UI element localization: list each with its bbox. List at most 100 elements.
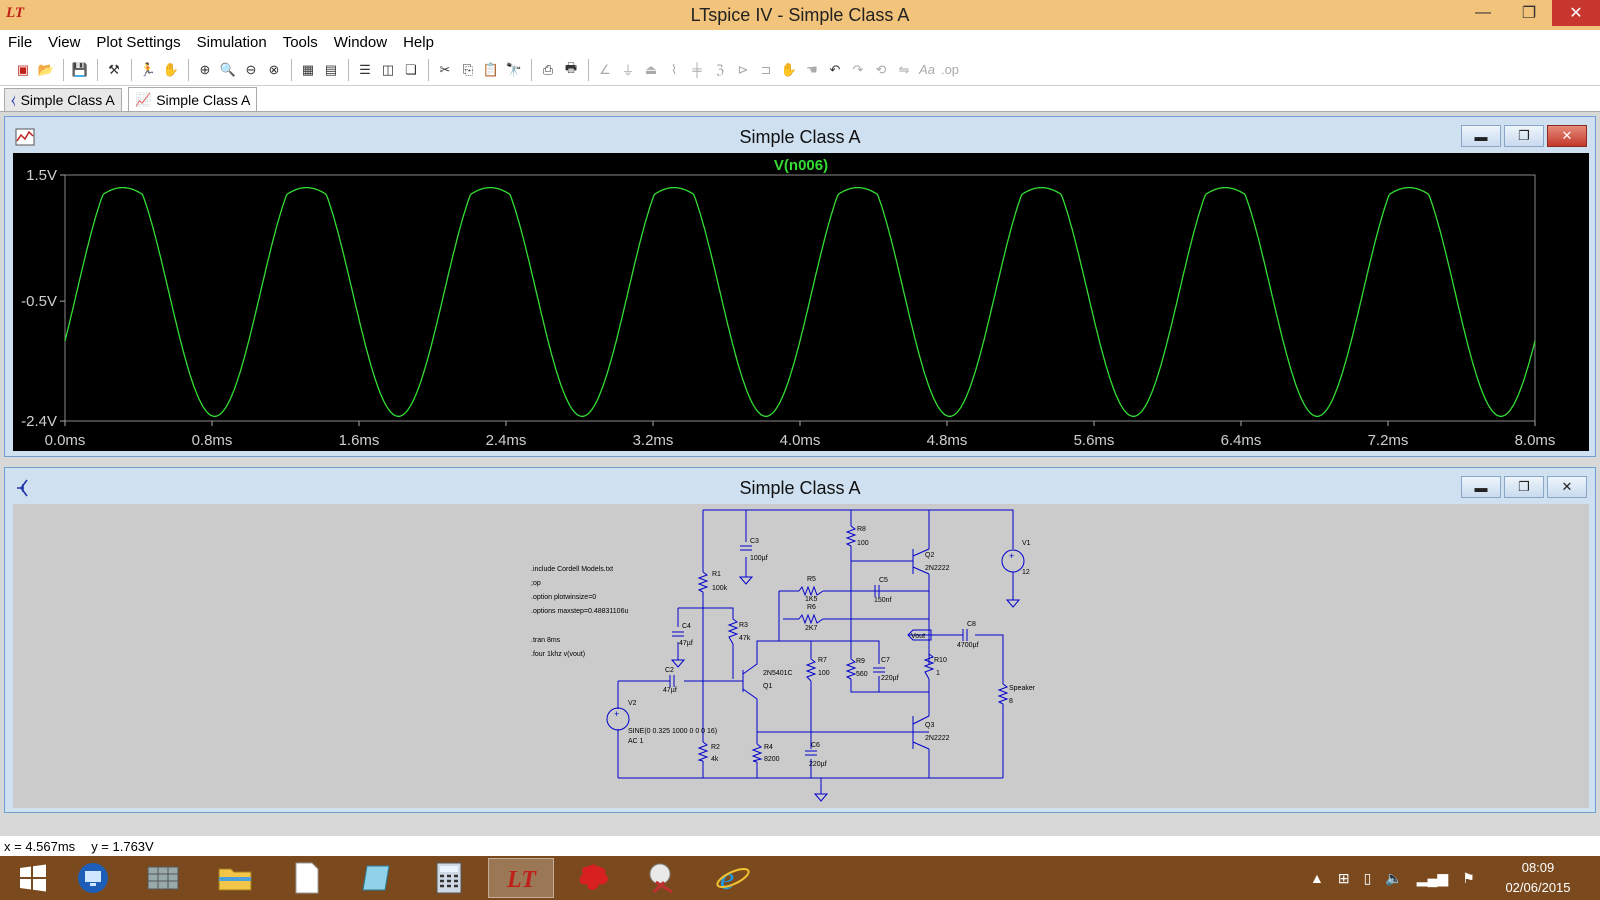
flag-icon[interactable]: ⚑: [1462, 869, 1475, 886]
move-icon[interactable]: ✋: [780, 61, 798, 77]
diode-icon[interactable]: ⊳: [737, 61, 749, 77]
resistor-icon[interactable]: ⌇: [670, 61, 678, 77]
clock[interactable]: 08:09 02/06/2015: [1498, 858, 1578, 898]
r8-symbol[interactable]: [845, 525, 857, 547]
vout-net-flag[interactable]: [907, 629, 932, 641]
q2-symbol[interactable]: [912, 548, 930, 575]
plot-close-button[interactable]: ✕: [1547, 125, 1587, 147]
zoom-cancel-icon[interactable]: ⊗: [268, 61, 280, 77]
maximize-button[interactable]: ❐: [1521, 5, 1537, 22]
spice-directive-icon[interactable]: .op: [940, 62, 960, 77]
menu-plot-settings[interactable]: Plot Settings: [96, 33, 181, 51]
zoom-in-icon[interactable]: ⊕: [199, 61, 211, 77]
mirror-icon[interactable]: ⇋: [898, 61, 910, 77]
inductor-icon[interactable]: ℨ: [715, 61, 724, 77]
undo-icon[interactable]: ↶: [829, 61, 841, 77]
file-explorer-icon[interactable]: [202, 858, 268, 898]
menu-view[interactable]: View: [48, 33, 81, 51]
run-icon[interactable]: 🏃: [139, 61, 157, 77]
remote-desktop-icon[interactable]: [60, 858, 126, 898]
schematic-canvas[interactable]: + + .include Cordell Models.txt ;op .opt…: [13, 504, 1589, 808]
tile-horizontal-icon[interactable]: ☰: [359, 61, 371, 77]
find-icon[interactable]: 🔭: [505, 61, 523, 77]
r5-symbol[interactable]: [798, 585, 824, 597]
r9-symbol[interactable]: [845, 658, 857, 680]
r6-symbol[interactable]: [798, 613, 824, 625]
plot-restore-button[interactable]: ❐: [1504, 125, 1544, 147]
battery-icon[interactable]: ▯: [1363, 869, 1372, 886]
internet-explorer-icon[interactable]: e: [700, 858, 766, 898]
r4-symbol[interactable]: [751, 743, 763, 763]
c5-symbol[interactable]: [874, 585, 880, 597]
manual-limits-icon[interactable]: ▤: [324, 61, 338, 77]
cascade-icon[interactable]: ❏: [405, 61, 417, 77]
r7-symbol[interactable]: [805, 658, 817, 682]
tab-waveform[interactable]: 📈 Simple Class A: [128, 87, 258, 111]
menu-tools[interactable]: Tools: [282, 33, 318, 51]
wire-icon[interactable]: ∠: [599, 61, 611, 77]
show-hidden-icons-icon[interactable]: ▲: [1310, 870, 1324, 886]
action-center-icon[interactable]: ⊞: [1337, 869, 1350, 886]
schem-close-button[interactable]: ✕: [1547, 476, 1587, 498]
print-icon[interactable]: 🖶: [564, 59, 578, 75]
c8-symbol[interactable]: [962, 629, 968, 641]
paint-splat-icon[interactable]: [560, 858, 626, 898]
q3-symbol[interactable]: [912, 715, 930, 750]
ground-icon[interactable]: ⏚: [621, 63, 635, 78]
notepad-icon[interactable]: [344, 858, 410, 898]
menu-help[interactable]: Help: [403, 33, 434, 51]
ltspice-icon[interactable]: LT: [488, 858, 554, 898]
text-icon[interactable]: Aa: [919, 62, 935, 77]
v1-symbol[interactable]: [1001, 549, 1025, 573]
save-icon[interactable]: 💾: [71, 61, 89, 77]
menu-simulation[interactable]: Simulation: [196, 33, 267, 51]
component-icon[interactable]: ⊐: [760, 61, 772, 77]
c2-symbol[interactable]: [669, 675, 675, 687]
copy-icon[interactable]: ⎘: [462, 61, 474, 77]
autorange-icon[interactable]: ▦: [301, 61, 315, 77]
redo-icon[interactable]: ↷: [852, 61, 864, 77]
volume-icon[interactable]: 🔈: [1385, 869, 1403, 886]
cut-icon[interactable]: ✂: [439, 61, 451, 77]
zoom-out-icon[interactable]: ⊖: [245, 61, 257, 77]
snipping-tool-icon[interactable]: [630, 858, 696, 898]
plot-minimize-button[interactable]: ▬: [1461, 125, 1501, 147]
tile-vertical-icon[interactable]: ◫: [381, 61, 395, 77]
r1-symbol[interactable]: [697, 571, 709, 593]
r3-symbol[interactable]: [727, 618, 739, 645]
blank-document-icon[interactable]: [274, 858, 340, 898]
halt-icon[interactable]: ✋: [162, 61, 180, 77]
file-manager-grid-icon[interactable]: [130, 858, 196, 898]
close-button[interactable]: ✕: [1552, 0, 1600, 26]
v2-symbol[interactable]: [606, 707, 630, 731]
capacitor-icon[interactable]: ╪: [692, 62, 702, 77]
c3-symbol[interactable]: [740, 545, 752, 551]
menu-window[interactable]: Window: [333, 33, 388, 51]
network-icon[interactable]: ▂▄▆: [1416, 869, 1449, 886]
c7-symbol[interactable]: [873, 667, 885, 673]
r2-symbol[interactable]: [697, 741, 709, 762]
rotate-icon[interactable]: ⟲: [875, 61, 887, 77]
trace-label[interactable]: V(n006): [774, 157, 828, 174]
tab-schematic[interactable]: ⧼ Simple Class A: [4, 88, 122, 111]
open-icon[interactable]: 📂: [37, 61, 55, 77]
schem-minimize-button[interactable]: ▬: [1461, 476, 1501, 498]
zoom-full-icon[interactable]: 🔍: [219, 61, 237, 77]
r10-symbol[interactable]: [923, 653, 935, 680]
minimize-button[interactable]: —: [1475, 4, 1491, 21]
label-net-icon[interactable]: ⏏: [644, 61, 658, 77]
spice-directives[interactable]: .include Cordell Models.txt ;op .option …: [531, 566, 628, 658]
calculator-icon[interactable]: [416, 858, 482, 898]
menu-file[interactable]: File: [8, 33, 33, 51]
control-panel-icon[interactable]: ⚒: [108, 61, 120, 77]
c6-symbol[interactable]: [805, 750, 817, 756]
drag-icon[interactable]: ☚: [806, 61, 818, 77]
start-icon[interactable]: [0, 858, 66, 898]
c4-symbol[interactable]: [672, 631, 684, 637]
paste-icon[interactable]: 📋: [482, 61, 500, 77]
print-preview-icon[interactable]: ⎙: [542, 61, 554, 77]
speaker-symbol[interactable]: [997, 683, 1009, 705]
new-schematic-icon[interactable]: ▣: [16, 61, 30, 77]
schem-restore-button[interactable]: ❐: [1504, 476, 1544, 498]
